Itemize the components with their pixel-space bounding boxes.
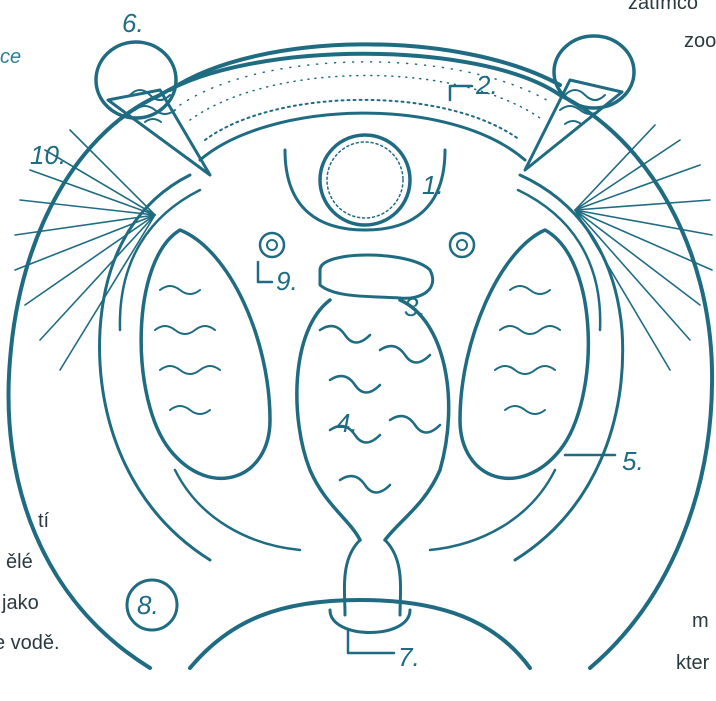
text-fragment-top-left: ce <box>0 46 21 69</box>
leader-9 <box>258 262 272 282</box>
label-7: 7. <box>398 642 420 673</box>
label-10: 10. <box>30 140 66 171</box>
label-4: 4. <box>336 408 358 439</box>
ventral-nerve-cord <box>330 540 410 633</box>
text-fragment-left-4: e vodě. <box>0 632 60 655</box>
text-fragment-right-1: m <box>692 610 709 633</box>
label-5: 5. <box>622 446 644 477</box>
label-3: 3. <box>404 292 426 323</box>
ventral-curve <box>190 600 530 668</box>
label-8: 8. <box>137 590 159 621</box>
text-fragment-right-2: kter <box>676 652 709 675</box>
nephridium-left <box>260 233 284 257</box>
dorsal-vessel <box>320 135 410 225</box>
gonad-left <box>141 230 270 478</box>
outer-body-wall <box>9 54 713 668</box>
text-fragment-left-1: tí <box>38 510 49 533</box>
setae-right <box>575 125 712 370</box>
text-fragment-left-3: jako <box>2 592 39 615</box>
text-fragment-top-right-1: zatímco <box>628 0 698 15</box>
parapodium-right <box>554 36 634 108</box>
intestine <box>297 300 449 540</box>
gonad-right <box>460 230 588 478</box>
label-6: 6. <box>122 8 144 39</box>
nephridium-right <box>450 233 474 257</box>
label-1: 1. <box>422 170 444 201</box>
text-fragment-left-2: ělé <box>6 551 33 574</box>
text-fragment-top-right-2: zoo <box>684 30 716 53</box>
label-9: 9. <box>276 266 298 297</box>
label-2: 2. <box>476 70 498 101</box>
